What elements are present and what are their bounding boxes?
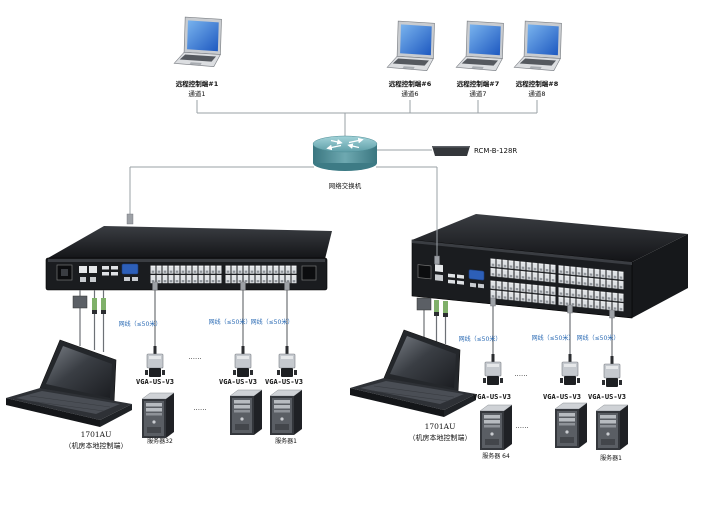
left-cable-label-2: 网线（≤50米） <box>209 318 252 326</box>
vga-port <box>468 269 485 281</box>
right-cable-label-1: 网线（≤50米） <box>459 335 502 343</box>
usb-port <box>102 266 109 270</box>
rcm-label: RCM-B-128R <box>474 147 517 155</box>
network-port <box>435 264 443 273</box>
remote-console-7-name: 远程控制端#7 <box>457 79 499 88</box>
remote-console-8-channel: 通道8 <box>528 89 545 98</box>
right-uplink-plug <box>434 255 440 265</box>
vga-adapter-right-3 <box>601 355 623 388</box>
right-adapter-label-3: VGA-US-V3 <box>588 393 626 401</box>
left-server-cables <box>152 281 290 347</box>
left-adapter-label-1: VGA-US-V3 <box>136 378 174 386</box>
server-left-32-icon <box>141 392 175 439</box>
server-right-64-icon <box>479 404 513 451</box>
right-server-label-first: 服务器 64 <box>482 452 510 460</box>
left-server-label-last: 服务器1 <box>275 437 297 445</box>
right-server-cables <box>490 297 615 357</box>
rj45-port-group <box>490 257 556 284</box>
vga-adapter-left-2 <box>232 345 254 378</box>
vga-adapter-left-3 <box>276 345 298 378</box>
network-port <box>89 266 97 273</box>
left-console-desc: （机房本地控制端） <box>65 441 128 450</box>
local-console-right <box>349 329 477 418</box>
network-switch-label: 网络交换机 <box>329 181 362 190</box>
rj45-port-group <box>490 279 556 306</box>
power-socket-icon <box>56 264 73 281</box>
server-left-mid-icon <box>229 389 263 436</box>
usb-port <box>448 273 455 278</box>
server-right-mid-icon <box>554 402 588 449</box>
rcm-device <box>432 146 470 156</box>
vga-adapter-left-1 <box>144 345 166 378</box>
right-adapter-ellipsis: ...... <box>514 370 527 378</box>
usb-port <box>111 272 118 276</box>
remote-console-6-name: 远程控制端#6 <box>389 79 432 88</box>
remote-console-7-channel: 通道7 <box>469 89 486 98</box>
right-cable-label-2: 网线（≤50米） <box>532 334 575 342</box>
remote-console-1-name: 远程控制端#1 <box>176 79 219 88</box>
remote-console-8-name: 远程控制端#8 <box>516 79 559 88</box>
remote-laptop-8-icon <box>513 20 563 72</box>
remote-laptop-7-icon <box>455 20 505 72</box>
network-switch-icon <box>312 135 378 171</box>
vga-adapter-right-2 <box>559 353 581 386</box>
left-cable-label-1: 网线（≤50米） <box>119 320 162 328</box>
left-console-cables <box>72 290 106 352</box>
usb-port <box>111 266 118 270</box>
right-server-ellipsis: ...... <box>515 422 528 430</box>
right-console-desc: （机房本地控制端） <box>409 433 472 442</box>
left-console-model: 1701AU <box>81 430 112 439</box>
right-cable-label-3: 网线（≤50米） <box>577 334 620 342</box>
right-adapter-label-2: VGA-US-V3 <box>543 393 581 401</box>
local-console-left <box>5 339 133 428</box>
server-left-1-icon <box>269 389 303 436</box>
right-adapter-label-1: VGA-US-V3 <box>473 393 511 401</box>
rj45-port-group <box>558 286 624 313</box>
remote-laptop-1-icon <box>173 16 223 68</box>
kvm-switch-right <box>411 214 688 319</box>
usb-port <box>457 280 464 285</box>
power-socket-icon <box>417 264 432 280</box>
left-adapter-label-2: VGA-US-V3 <box>219 378 257 386</box>
usb-port <box>102 272 109 276</box>
network-port <box>79 266 87 273</box>
rj45-port-group <box>558 264 624 291</box>
vga-adapter-right-1 <box>482 353 504 386</box>
left-cable-label-3: 网线（≤50米） <box>251 318 294 326</box>
remote-laptop-6-icon <box>386 20 436 72</box>
vga-port <box>121 263 139 275</box>
right-console-cables <box>416 297 448 344</box>
remote-console-1-channel: 通道1 <box>188 89 205 98</box>
right-console-model: 1701AU <box>425 422 456 431</box>
left-server-ellipsis: ...... <box>193 404 206 412</box>
usb-port <box>457 274 464 279</box>
left-adapter-ellipsis: ...... <box>188 353 201 361</box>
remote-console-6-channel: 通道6 <box>401 89 418 98</box>
left-uplink-plug <box>126 213 134 225</box>
right-server-label-last: 服务器1 <box>600 454 622 462</box>
network-lines <box>129 100 538 216</box>
usb-port <box>448 279 455 284</box>
kvm-switch-left <box>45 226 332 291</box>
power-socket-icon <box>301 265 317 281</box>
server-right-1-icon <box>595 404 629 451</box>
left-adapter-label-3: VGA-US-V3 <box>265 378 303 386</box>
left-server-label-first: 服务器32 <box>147 437 173 445</box>
rj45-port-group <box>225 265 297 284</box>
rj45-port-group <box>150 265 222 284</box>
